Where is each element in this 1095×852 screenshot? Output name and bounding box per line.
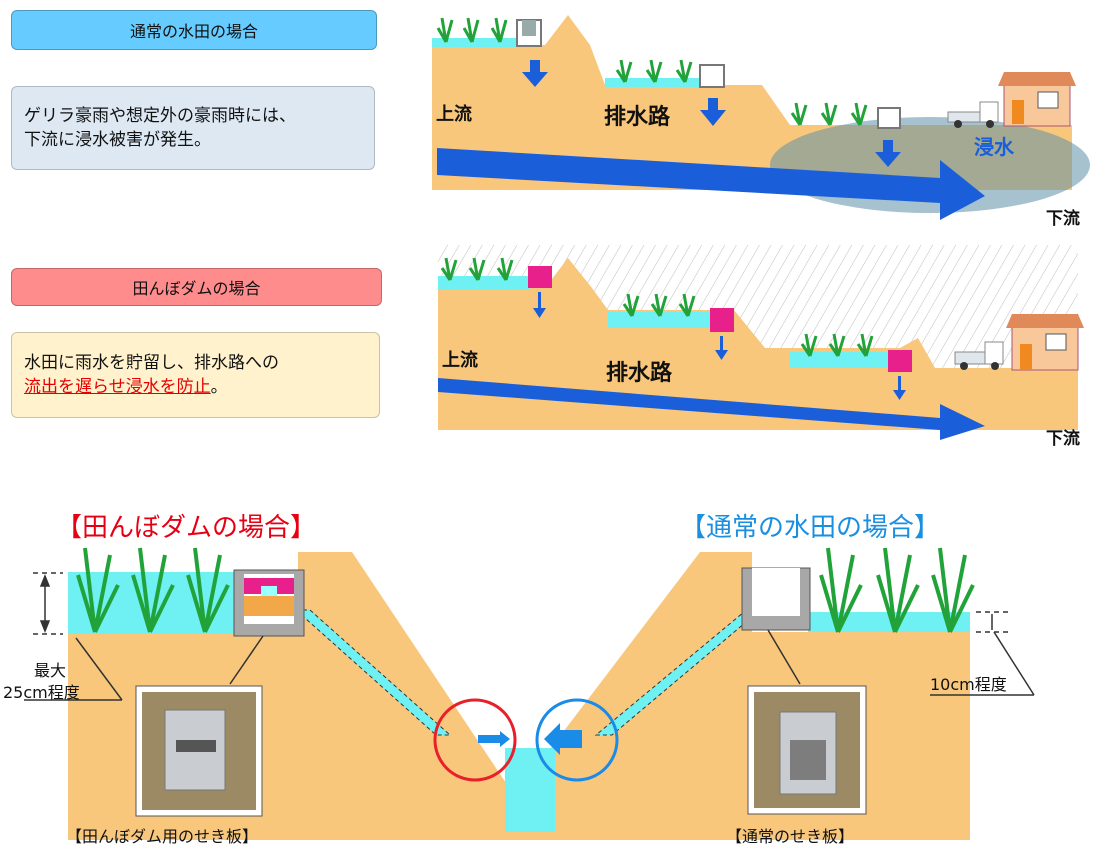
small-flow-arrow — [478, 731, 510, 747]
normal-paddy-description: ゲリラ豪雨や想定外の豪雨時には、 下流に浸水被害が発生。 — [11, 86, 375, 170]
max-depth-value: 25cm程度 — [3, 683, 80, 702]
label-upstream: 上流 — [436, 103, 472, 125]
terrain-middle — [438, 258, 1078, 430]
label-flood: 浸水 — [974, 135, 1015, 159]
truck-icon — [947, 101, 999, 128]
dam-case-title: 【田んぼダムの場合】 — [56, 513, 316, 543]
depth-markers — [24, 572, 1035, 701]
description-line: 水田に雨水を貯留し、排水路への — [24, 353, 279, 373]
paddy-dam-header: 田んぼダムの場合 — [11, 268, 382, 306]
rice-plants — [76, 547, 975, 633]
down-arrow — [875, 140, 901, 167]
normal-case-title: 【通常の水田の場合】 — [680, 513, 940, 543]
description-line: 下流に浸水被害が発生。 — [24, 130, 211, 150]
label-upstream: 上流 — [442, 349, 478, 371]
weir-gate — [877, 107, 901, 129]
normal-weir-caption: 【通常のせき板】 — [726, 827, 854, 846]
flow-arrow — [438, 378, 985, 440]
paddy-water — [608, 312, 712, 328]
house-icon — [998, 72, 1076, 127]
dam-weir-photo — [135, 685, 263, 817]
paddy-dam-description: 水田に雨水を貯留し、排水路への 流出を遅らせ浸水を防止。 — [11, 332, 380, 418]
highlight-text: 流出を遅らせ浸水を防止 — [24, 377, 211, 397]
paddy-water — [605, 78, 700, 87]
down-arrow — [522, 60, 548, 87]
label-downstream: 下流 — [1046, 208, 1080, 229]
weir-box-inner — [752, 568, 800, 616]
weir-gate-inner — [522, 20, 536, 36]
truck-icon — [954, 341, 1004, 370]
description-line: 流出を遅らせ浸水を防止。 — [24, 375, 367, 399]
dam-orifice — [261, 586, 277, 596]
fast-flow-highlight — [535, 698, 619, 782]
label-downstream: 下流 — [1046, 428, 1080, 449]
house-icon — [1006, 314, 1084, 371]
weir-gate — [699, 64, 725, 88]
description-line: ゲリラ豪雨や想定外の豪雨時には、 — [24, 106, 296, 126]
small-down-arrows — [533, 292, 906, 400]
label-drain: 排水路 — [604, 104, 671, 130]
dam-weir-caption: 【田んぼダム用のせき板】 — [66, 827, 258, 846]
normal-paddy-diagram — [432, 15, 1090, 220]
normal-paddy-header: 通常の水田の場合 — [11, 10, 377, 50]
drainage-channel — [505, 748, 555, 832]
slow-flow-highlight — [433, 698, 517, 782]
pipe-left — [294, 609, 452, 736]
down-arrow — [700, 98, 726, 126]
max-depth-label: 最大 — [34, 661, 66, 680]
normal-weir-photo — [747, 685, 867, 815]
flow-arrow — [437, 148, 985, 220]
large-flow-arrow — [544, 723, 582, 755]
label-drain: 排水路 — [606, 360, 673, 386]
weir-plate — [244, 596, 294, 616]
dam-gates — [528, 266, 912, 372]
rice-plants — [440, 257, 874, 357]
paddy-water-shallow — [808, 612, 970, 632]
paddy-water — [432, 38, 522, 47]
normal-depth-label: 10cm程度 — [930, 675, 1007, 694]
description-end: 。 — [210, 377, 228, 397]
paddy-dam-diagram — [438, 245, 1084, 440]
rice-plants — [436, 17, 868, 126]
cross-section-diagram — [24, 547, 1035, 840]
